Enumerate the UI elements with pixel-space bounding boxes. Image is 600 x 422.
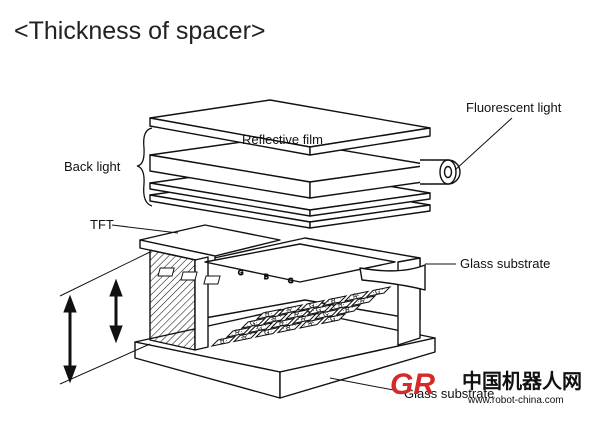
spacer-column-side	[194, 256, 209, 351]
thickness-arrows	[63, 278, 123, 384]
thickness-arrow-long-head-up	[63, 294, 77, 313]
label-back-light: Back light	[64, 159, 121, 174]
pixel-cell-filter	[289, 311, 305, 317]
pixel-letter: R	[235, 330, 240, 337]
watermark-name: 中国机器人网	[462, 369, 582, 393]
top-pixel-letter: G	[238, 270, 243, 277]
label-reflective-film: Reflective film	[242, 132, 323, 147]
pixel-cell-filter	[370, 288, 386, 295]
pixel-cell-filter	[282, 306, 298, 313]
pixel-cell-filter	[259, 329, 275, 335]
pixel-letter: R	[242, 334, 247, 341]
pixel-letter: R	[360, 298, 365, 305]
leader-glass-bottom	[329, 377, 405, 393]
pixel-letter: B	[220, 339, 225, 346]
leader-lines	[59, 117, 513, 393]
label-glass-substrate-top: Glass substrate	[460, 256, 550, 271]
reflective-film-side	[309, 127, 431, 156]
fluorescent-tube-cap	[443, 165, 453, 179]
pixel-letter: B	[272, 316, 277, 323]
pixel-letter: R	[287, 307, 292, 314]
leader-tft	[111, 224, 179, 234]
leader-fluorescent	[454, 117, 513, 171]
backlight-sheet-4-side	[309, 204, 431, 229]
pixel-letter: B	[338, 303, 343, 310]
leader-dim-top	[59, 251, 151, 297]
backlight-sheet-3-side	[309, 192, 431, 217]
label-tft: TFT	[90, 217, 114, 232]
pixel-letter: G	[257, 325, 262, 332]
bottom-glass-side-face	[279, 337, 436, 399]
pixel-cell-filter	[325, 315, 341, 322]
pixel-cell-filter	[296, 315, 312, 322]
pixel-cell-filter	[355, 297, 371, 304]
back-light-bracket	[136, 127, 153, 207]
lower-panel	[134, 224, 436, 399]
pixel-letter: B	[331, 298, 336, 305]
label-fluorescent-light: Fluorescent light	[466, 100, 562, 115]
pixel-cell-filter	[281, 324, 297, 331]
pixel-letter: G	[323, 312, 328, 319]
pixel-cell-filter	[230, 329, 246, 335]
top-pixel-cell	[157, 267, 175, 277]
pixel-letter: R	[308, 321, 313, 328]
pixel-letter: R	[353, 294, 358, 301]
leader-dim-bottom	[59, 343, 151, 385]
pixel-letter: G	[264, 330, 269, 337]
spacer-column	[149, 249, 196, 351]
pixel-cell-filter	[333, 302, 349, 308]
top-pixel-letter: G	[288, 278, 293, 285]
pixel-cell-filter	[215, 338, 231, 344]
pixel-cell-filter	[304, 302, 320, 308]
pixel-cell-filter	[267, 315, 283, 322]
pixel-letter: B	[286, 325, 291, 332]
pixel-cell-filter	[311, 306, 327, 313]
top-pixel-row: G B G	[157, 267, 294, 286]
pixel-cell-filter	[245, 320, 261, 326]
label-glass-substrate-bottom: Glass substrate	[404, 386, 494, 401]
pixel-cell-filter	[303, 320, 319, 326]
watermark-url: www.robot-china.com	[467, 395, 564, 406]
pixel-cell-filter	[340, 306, 356, 313]
pixel-letter: B	[345, 307, 350, 314]
pixel-letter: R	[301, 316, 306, 323]
watermark-logo: GR	[390, 368, 435, 401]
pixel-cell-filter	[252, 324, 268, 331]
top-pixel-letter: B	[264, 274, 269, 281]
top-pixel-cell	[180, 271, 198, 281]
pixel-letter: G	[250, 321, 255, 328]
pixel-cell-filter	[326, 297, 342, 304]
pixel-letter: G	[330, 316, 335, 323]
pixel-letter: G	[309, 303, 314, 310]
pixel-letter: B	[265, 312, 270, 319]
top-panel	[204, 243, 396, 283]
watermark: GR 中国机器人网 www.robot-china.com	[390, 368, 582, 406]
pixel-cell-filter	[237, 333, 253, 340]
thickness-arrow-short-head-down	[109, 325, 123, 344]
top-pixel-cell	[203, 275, 221, 285]
pixel-cell-filter	[348, 293, 364, 299]
back-light-stack	[149, 99, 461, 229]
pixel-letter: B	[279, 321, 284, 328]
pixel-cell-filter	[318, 311, 334, 317]
pixel-letter: G	[375, 289, 380, 296]
pixel-letter: G	[316, 307, 321, 314]
glass-curve	[359, 264, 426, 291]
pixel-cell-filter	[260, 311, 276, 317]
thickness-arrow-long-head-down	[63, 365, 77, 384]
pixel-cell-filter	[274, 320, 290, 326]
pixel-letter: R	[294, 312, 299, 319]
diagram-title: <Thickness of spacer>	[14, 17, 266, 45]
thickness-arrow-short-head-up	[109, 278, 123, 297]
